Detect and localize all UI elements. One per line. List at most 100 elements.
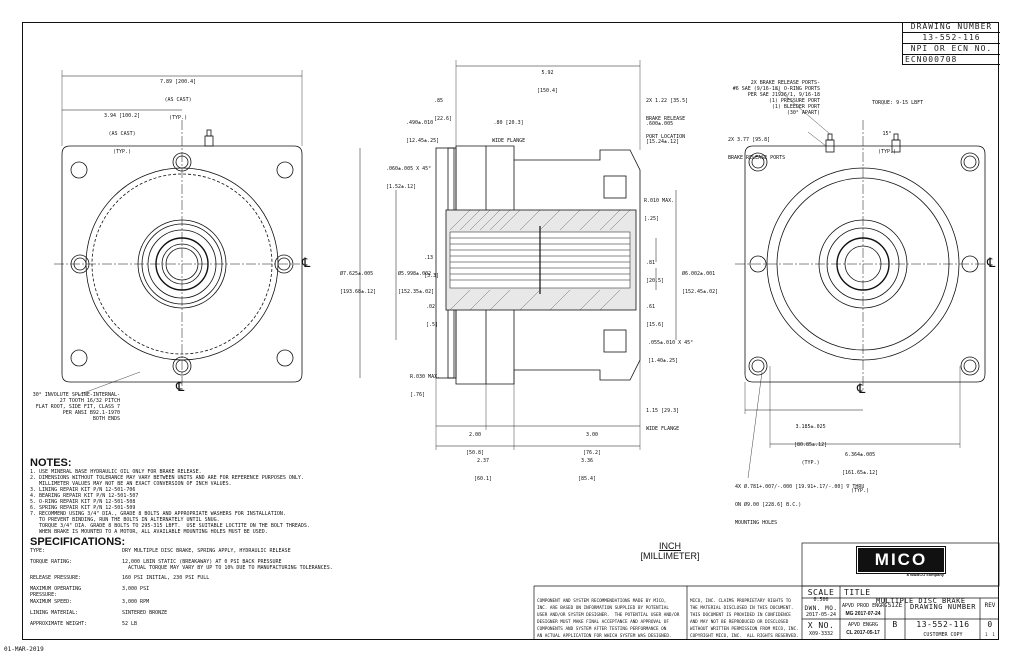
dim-2x377-sub: BRAKE RELEASE PORTS (728, 155, 786, 161)
apvd-prod-value: MG 2017-07-24 (845, 611, 881, 617)
dim-02-mm: [.5] (426, 322, 439, 328)
spec-key: MAXIMUM OPERATING PRESSURE: (30, 586, 82, 598)
dim-overall: 7.89 [200.4] (AS CAST) (TYP.) (160, 67, 196, 127)
dim-2x377: 2X 3.77 [95.8] BRAKE RELEASE PORTS (728, 125, 785, 167)
dim-81a: .81 [20.5] (646, 248, 664, 290)
dim-85: .85 [22.6] (434, 86, 452, 128)
dim-600: .600±.005 [15.24±.12] (646, 109, 679, 151)
logo-tagline: a WABCO company (906, 572, 944, 577)
dim-61-value: .61 (646, 304, 656, 310)
dim-13-mm: [3.3] (424, 273, 440, 279)
apvd-prod-label: APVD PROD ENGRG (842, 603, 888, 609)
holes-note-2: ON Ø9.00 [228.6] B.C.) (735, 502, 802, 508)
dim-300-value: 3.00 (586, 432, 599, 438)
front-view (54, 70, 303, 396)
dim-80: .80 [20.3] WIDE FLANGE (492, 108, 525, 150)
spec-row: TYPE:DRY MULTIPLE DISC BRAKE, SPRING APP… (30, 548, 333, 559)
dim-half-typ: (TYP.) (113, 149, 132, 155)
note-line: 2. DIMENSIONS WITHOUT TOLERANCE MAY VARY… (30, 475, 304, 481)
dim-13: .13 [3.3] (424, 243, 439, 285)
dim-r010-value: R.010 MAX. (644, 198, 675, 204)
title-value: MULTIPLE DISC BRAKE (876, 597, 966, 605)
specs-heading: SPECIFICATIONS: (30, 536, 126, 548)
size-label: SIZE (887, 602, 903, 609)
xno-value: X09-3332 (808, 631, 834, 637)
dim-chamfer: .060±.005 X 45° [1.52±.12] (386, 154, 431, 196)
dim-237-mm: [60.1] (474, 476, 493, 482)
note-line: TO PREVENT BINDING, RUN THE BOLTS IN ALT… (30, 517, 220, 523)
dim-055: .055±.010 X 45° [1.40±.25] (648, 328, 693, 370)
spec-value: 52 LB (122, 621, 138, 627)
dim-85-value: .85 (434, 98, 444, 104)
spec-key: APPROXIMATE WEIGHT: (30, 621, 88, 627)
dim-r030: R.030 MAX. [.76] (410, 362, 440, 404)
dim-13-value: .13 (424, 255, 434, 261)
dim-2x122-sub2: PORT LOCATION (646, 134, 686, 140)
dim-61: .61 [15.6] (646, 292, 664, 334)
dim-336: 3.36 [85.4] (578, 446, 596, 488)
dim-r030-value: R.030 MAX. (410, 374, 441, 380)
xno-label: X NO. (807, 621, 835, 630)
specs-section: SPECIFICATIONS: TYPE:DRY MULTIPLE DISC B… (30, 536, 333, 632)
dim-02-value: .02 (426, 304, 436, 310)
unit-inch: INCH (659, 541, 681, 551)
dim-055-mm: [1.40±.25] (648, 358, 679, 364)
angle-15: 15° (TYP.) (878, 119, 896, 161)
dim-3185-typ: (TYP.) (801, 460, 820, 466)
dim-half-sub: (AS CAST) (108, 131, 136, 137)
size-value: B (892, 620, 898, 629)
spec-row: TORQUE RATING:12,000 LBIN STATIC (BREAKA… (30, 559, 333, 575)
spec-key: TYPE: (30, 548, 46, 554)
dim-80-value: .80 [20.3] (493, 120, 524, 126)
spec-key: LINING MATERIAL: (30, 610, 79, 616)
note-line: 6. SPRING REPAIR KIT P/N 12-501-509 (30, 505, 136, 511)
dim-top-mm: [150.4] (537, 88, 559, 94)
dim-61-mm: [15.6] (646, 322, 665, 328)
dim-r010-mm: [.25] (644, 216, 660, 222)
dim-half-value: 3.94 [100.2] (104, 113, 141, 119)
dim-6364-typ: (TYP.) (851, 488, 870, 494)
dim-6364-value: 6.364±.005 (845, 452, 876, 458)
dim-02: .02 [.5] (426, 292, 438, 334)
dim-2x122-sub1: BRAKE RELEASE (646, 116, 686, 122)
scale-label: SCALE (807, 588, 835, 597)
dim-237-value: 2.37 (477, 458, 490, 464)
section-view (359, 60, 677, 450)
dim-dia5998: Ø5.998±.002 [152.35±.02] (398, 259, 434, 301)
rear-view (735, 87, 990, 479)
dim-80-sub: WIDE FLANGE (492, 138, 526, 144)
dim-85-mm: [22.6] (434, 116, 453, 122)
holes-note-3: MOUNTING HOLES (735, 520, 778, 526)
dim-3185-mm: [80.85±.12] (794, 442, 828, 448)
apvd-engrg-label: APVD ENGRG (847, 622, 879, 628)
spec-value: 3,000 PSI (122, 586, 150, 592)
npi-label: NPI OR ECN NO. (903, 44, 1000, 55)
spec-key: MAXIMUM SPEED: (30, 599, 73, 605)
dim-2x122: 2X 1.22 [35.5] BRAKE RELEASE PORT LOCATI… (646, 86, 688, 146)
title-label: TITLE (844, 588, 871, 597)
drawing-number-label: DRAWING NUMBER (903, 22, 1000, 33)
dim-dia7625-value: Ø7.625±.005 (340, 271, 374, 277)
dim-top: 5.92 [150.4] (537, 58, 558, 100)
dim-3185-value: 3.185±.025 (795, 424, 826, 430)
dim-115-value: 1.15 [29.3] (646, 408, 680, 414)
npi-value: ECN000708 (905, 55, 958, 64)
dim-overall-value: 7.89 [200.4] (160, 79, 197, 85)
spec-row: MAXIMUM SPEED:3,000 RPM (30, 599, 333, 610)
note-line: 3. LINING REPAIR KIT P/N 12-501-706 (30, 487, 136, 493)
spec-value: SINTERED BRONZE (122, 610, 168, 616)
dim-dia6002: Ø6.002±.001 [152.45±.02] (682, 259, 718, 301)
front-centerline-bottom: ℄ (176, 380, 185, 395)
spline-note: 30° INVOLUTE SPLINE-INTERNAL- 27 TOOTH 1… (32, 392, 120, 422)
dim-490-value: .490±.010 (406, 120, 434, 126)
notes-heading: NOTES: (30, 457, 72, 469)
spec-row: RELEASE PRESSURE:160 PSI INITIAL, 230 PS… (30, 575, 333, 586)
dim-200-mm: [50.8] (466, 450, 485, 456)
dim-2x377-value: 2X 3.77 [95.8] (728, 137, 771, 143)
company-logo: MICO a WABCO company (856, 546, 946, 577)
dim-top-value: 5.92 (541, 70, 554, 76)
dim-300-mm: [76.2] (583, 450, 602, 456)
drawing-border (22, 22, 999, 640)
disclaimer-left: COMPONENT AND SYSTEM RECOMMENDATIONS MAD… (537, 599, 680, 639)
